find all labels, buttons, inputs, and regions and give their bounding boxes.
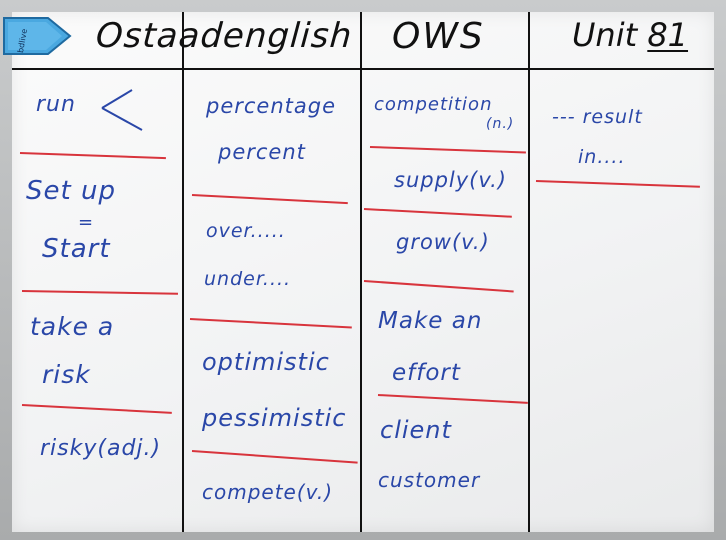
red-divider (191, 450, 358, 464)
word-pessimistic: pessimistic (202, 404, 347, 432)
whiteboard: Ostaadenglish OWS Unit 81 run Set up = S… (12, 12, 714, 532)
red-divider (21, 290, 178, 295)
red-divider (377, 394, 528, 404)
word-risk: risk (42, 360, 91, 389)
word-result: --- result (552, 106, 643, 128)
red-divider (535, 180, 700, 188)
word-supply: supply(v.) (394, 168, 507, 192)
red-divider (369, 146, 526, 154)
branch-mark (101, 89, 143, 131)
word-make-an: Make an (378, 308, 483, 334)
word-competition: competition (374, 94, 493, 115)
arrow-tab: bdlive (2, 14, 72, 58)
word-percent: percent (218, 140, 306, 164)
arrow-tab-icon (3, 17, 72, 55)
word-compete: compete(v.) (202, 480, 334, 504)
unit-label: Unit (572, 16, 638, 54)
column-divider-3 (528, 12, 530, 532)
red-divider (21, 404, 172, 414)
word-grow: grow(v.) (396, 230, 490, 254)
word-client: client (380, 416, 452, 444)
word-customer: customer (378, 468, 481, 492)
word-in: in.... (578, 146, 626, 168)
word-optimistic: optimistic (202, 348, 330, 376)
unit-number: 81 (647, 16, 689, 54)
brand-title: Ostaadenglish (94, 16, 354, 56)
word-risky: risky(adj.) (40, 436, 162, 461)
course-title: OWS (392, 16, 485, 57)
word-effort: effort (392, 360, 461, 386)
red-divider (189, 318, 352, 329)
red-divider (19, 152, 166, 160)
word-over: over..... (206, 220, 286, 242)
word-start: Start (42, 234, 111, 264)
unit-title: Unit 81 (572, 16, 688, 54)
red-divider (191, 194, 348, 205)
equals-sign: = (78, 212, 95, 233)
red-divider (363, 280, 514, 293)
word-percentage: percentage (206, 94, 337, 118)
word-set-up: Set up (26, 176, 116, 206)
noun-marker: (n.) (486, 116, 515, 132)
word-run: run (36, 92, 76, 117)
word-under: under.... (204, 268, 292, 290)
column-divider-2 (360, 12, 362, 532)
header-divider (12, 68, 714, 70)
red-divider (363, 208, 512, 218)
word-take-a: take a (30, 312, 115, 341)
column-divider-1 (182, 12, 184, 532)
